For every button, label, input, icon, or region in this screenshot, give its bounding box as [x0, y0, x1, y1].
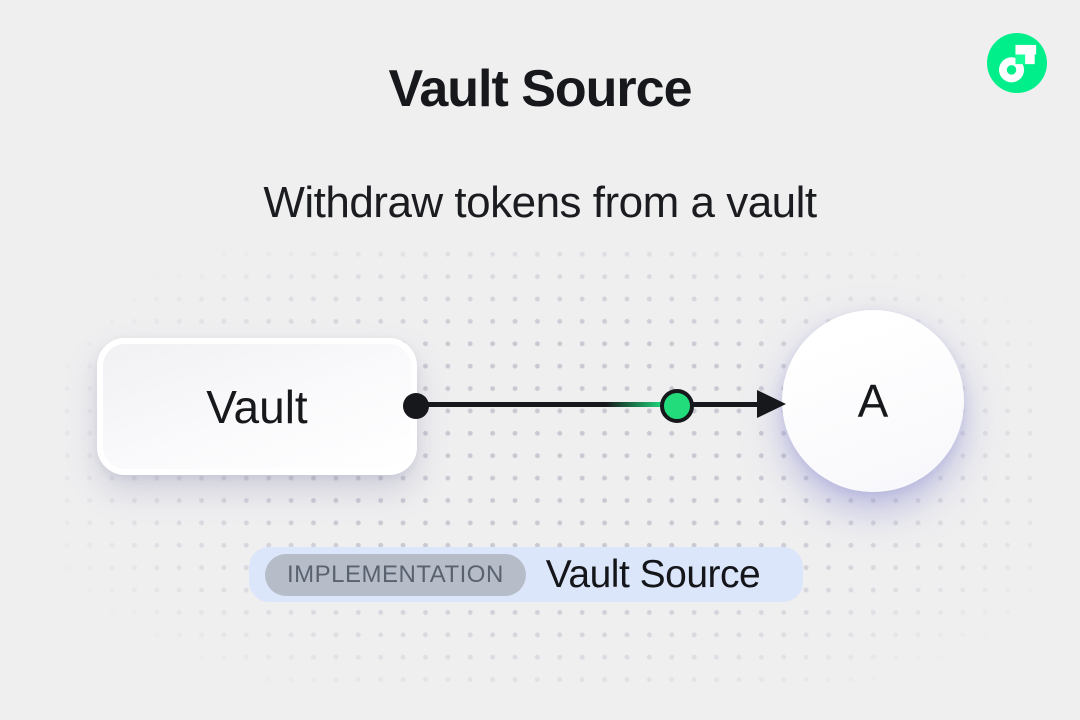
- account-node: A: [782, 310, 964, 492]
- implementation-badge: IMPLEMENTATION Vault Source: [249, 547, 803, 602]
- page-subtitle: Withdraw tokens from a vault: [263, 178, 817, 227]
- vault-node-label: Vault: [206, 380, 308, 433]
- connector-line-green-gradient: [606, 402, 662, 407]
- vault-node: Vault: [97, 338, 417, 475]
- account-node-label: A: [857, 375, 889, 427]
- token-transfer-dot: [660, 389, 694, 423]
- connector-start-dot: [403, 393, 429, 419]
- implementation-badge-label: Vault Source: [545, 552, 761, 596]
- implementation-tag-pill: IMPLEMENTATION: [265, 553, 526, 596]
- connector-arrowhead-icon: [757, 390, 786, 418]
- page-title: Vault Source: [388, 60, 693, 118]
- connector-line: [416, 402, 758, 407]
- flow-logo-icon: [987, 33, 1047, 93]
